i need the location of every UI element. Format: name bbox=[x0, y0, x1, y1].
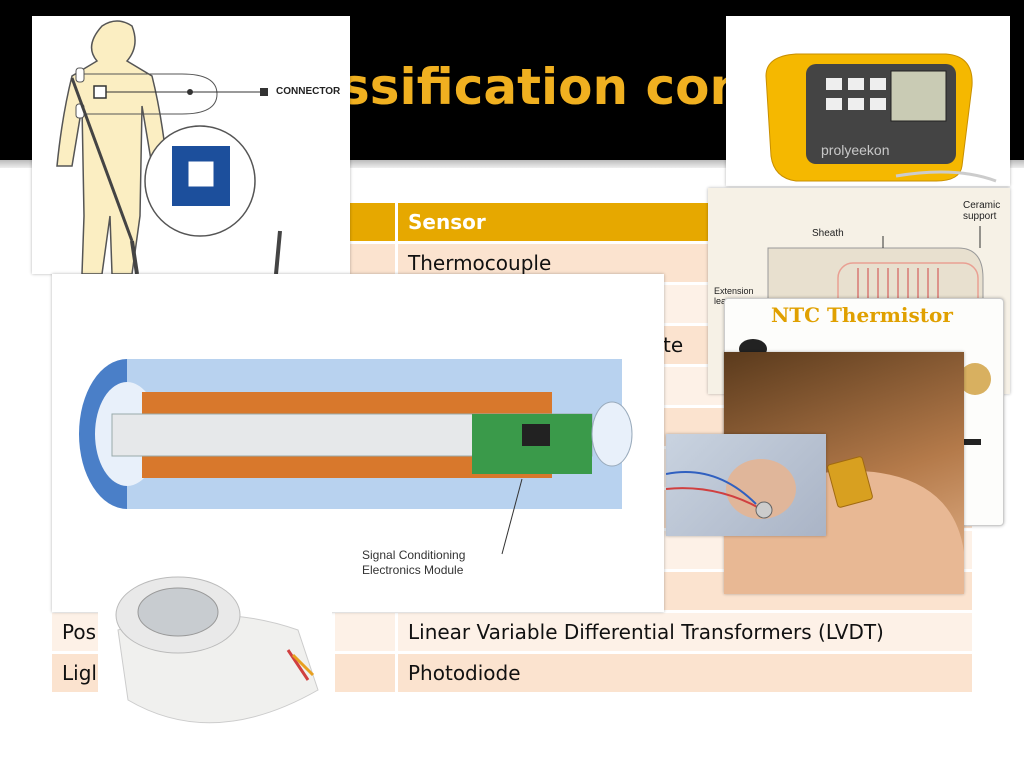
signal-label-line1: Signal Conditioning bbox=[362, 548, 466, 562]
wire-sensor-photo bbox=[666, 434, 826, 536]
body-sensor-diagram-graphic bbox=[56, 20, 282, 274]
extension-label: Extension lea bbox=[714, 286, 754, 306]
wire-sensor-graphic bbox=[666, 459, 796, 519]
ceramic-support-label: Ceramic support bbox=[963, 200, 1000, 222]
signal-label-line2: Electronics Module bbox=[362, 563, 464, 577]
thermometer-watermark: prolyeekon bbox=[821, 142, 890, 158]
signal-conditioning-label: Signal Conditioning Electronics Module bbox=[362, 548, 465, 578]
photodiode-sensor-photo bbox=[98, 560, 332, 740]
sheath-label: Sheath bbox=[812, 228, 844, 239]
gap-cell bbox=[332, 654, 398, 692]
photodiode-graphic bbox=[115, 576, 319, 724]
body-sensor-diagram-image: CONNECTOR bbox=[32, 16, 350, 274]
extension-label-line2: lea bbox=[714, 296, 727, 306]
ceramic-label-line1: Ceramic bbox=[963, 200, 1001, 211]
lvdt-cutaway-image: Signal Conditioning Electronics Module bbox=[52, 274, 664, 612]
sensor-cell: Linear Variable Differential Transformer… bbox=[398, 613, 972, 651]
gap-cell bbox=[332, 613, 398, 651]
sensor-cell: Photodiode bbox=[398, 654, 972, 692]
connector-label: CONNECTOR bbox=[276, 86, 341, 97]
ceramic-label-line2: support bbox=[963, 211, 997, 222]
slide-title: ssification con bbox=[340, 58, 746, 116]
title-divider bbox=[0, 160, 1024, 168]
ntc-thermistor-title: NTC Thermistor bbox=[771, 303, 953, 327]
digital-thermometer-graphic bbox=[765, 53, 997, 183]
digital-thermometer-image: prolyeekon bbox=[726, 16, 1010, 186]
lvdt-cutaway-graphic bbox=[79, 359, 633, 555]
extension-label-line1: Extension bbox=[714, 286, 754, 296]
